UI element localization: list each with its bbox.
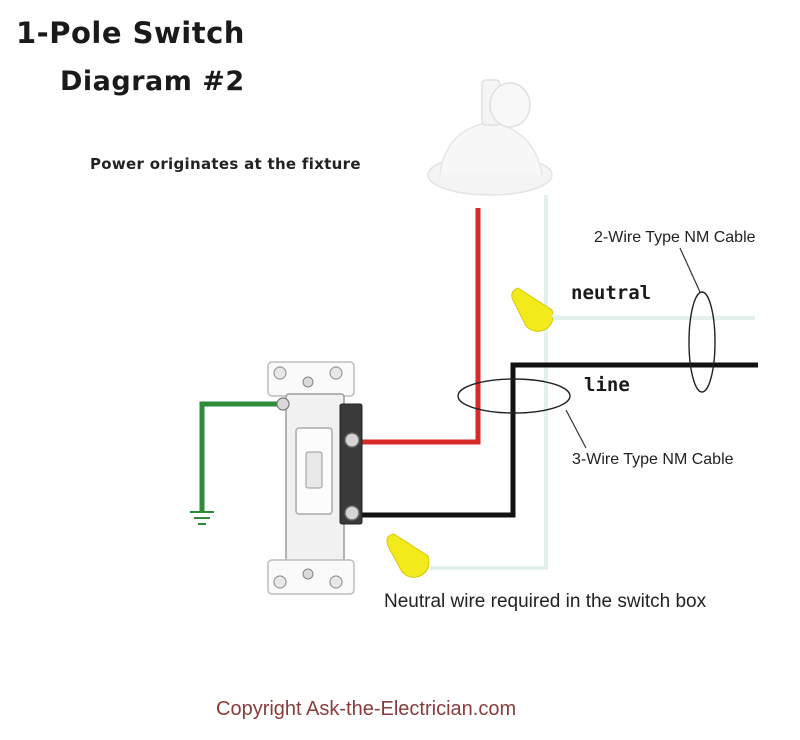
neutral-label: neutral [571, 282, 652, 304]
neutral-requirement-note: Neutral wire required in the switch box [384, 591, 707, 612]
3-wire-cable-leader [565, 409, 587, 449]
wire-nut-bottom [386, 533, 430, 578]
line-label: line [584, 374, 630, 396]
2-wire-cable-leader [679, 247, 701, 293]
3-wire-cable-bundle [457, 378, 571, 414]
copyright-notice: Copyright Ask-the-Electrician.com [216, 698, 517, 720]
red-hot-wire [358, 208, 481, 445]
wire-nut-top [511, 287, 567, 332]
2-wire-cable-label: 2-Wire Type NM Cable [594, 229, 756, 246]
3-wire-cable-label: 3-Wire Type NM Cable [572, 451, 734, 468]
2-wire-cable-bundle [688, 291, 716, 393]
light-fixture [427, 79, 553, 196]
black-line-wire [358, 362, 758, 518]
single-pole-switch [267, 361, 363, 595]
page-title: 1-Pole Switch [16, 16, 245, 50]
power-origin-caption: Power originates at the fixture [90, 155, 361, 173]
green-ground-wire [199, 401, 282, 512]
ground-symbol [190, 511, 214, 525]
page-subtitle: Diagram #2 [60, 66, 245, 97]
